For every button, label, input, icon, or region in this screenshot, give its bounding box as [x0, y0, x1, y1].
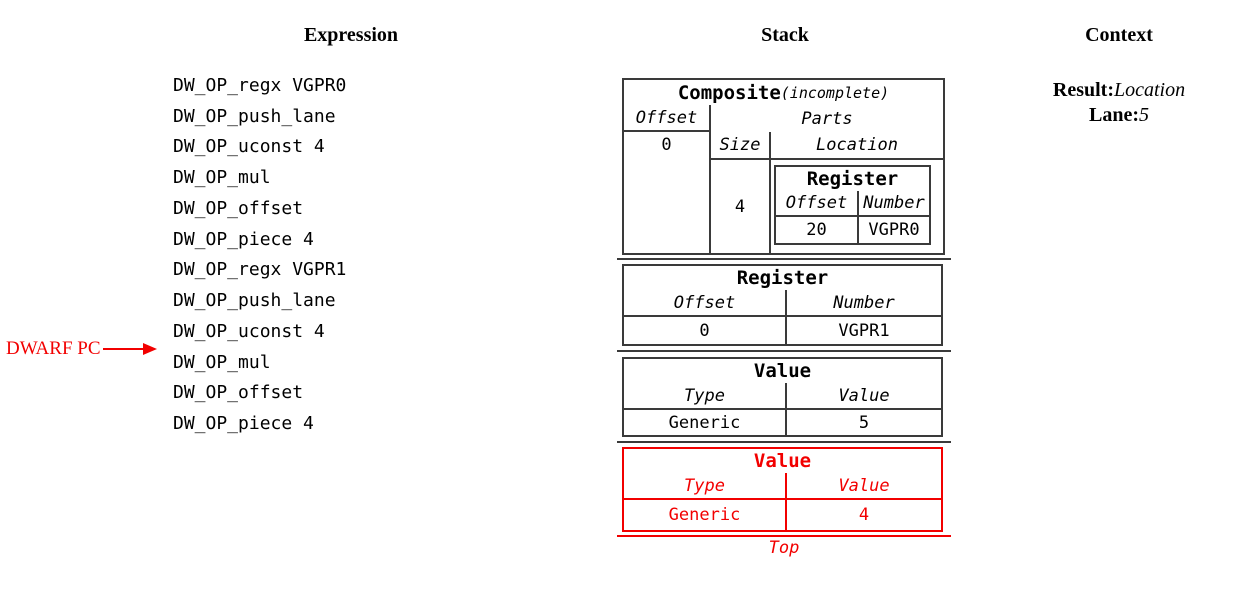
register-offset-header: Offset: [624, 290, 785, 317]
part-register-offset-value: 20: [806, 220, 827, 240]
context-block: Result:Location Lane:5: [1053, 78, 1185, 128]
value-value-value: 5: [785, 410, 941, 435]
register-number-header: Number: [785, 290, 941, 317]
expression-op: DW_OP_regx VGPR0: [173, 75, 347, 96]
dwarf-pc-pointer: DWARF PC: [6, 336, 157, 362]
expression-op: DW_OP_piece 4: [173, 413, 314, 435]
expression-op: DW_OP_mul: [173, 167, 271, 189]
dwarf-pc-label: DWARF PC: [6, 338, 101, 359]
expression-op: DW_OP_offset: [173, 382, 304, 404]
expression-op: DW_OP_uconst 4: [173, 136, 325, 158]
value-title: Value: [753, 360, 812, 382]
composite-size-header: Size: [711, 132, 769, 160]
expression-op: DW_OP_offset: [173, 197, 304, 219]
expression-op: DW_OP_regx VGPR1: [173, 259, 347, 281]
stack-top-label: Top: [768, 538, 800, 558]
context-column-header: Context: [1085, 24, 1153, 46]
stack-entry-value: Value Type Value Generic 5: [622, 357, 943, 437]
register-number-value: VGPR1: [785, 317, 941, 344]
part-register-title: Register: [806, 168, 899, 190]
composite-offset-header: Offset: [624, 105, 709, 132]
composite-title: Composite(incomplete): [624, 80, 943, 105]
composite-offset-column: Offset 0: [624, 105, 711, 253]
composite-location-cell: Register Offset Number 20 VGPR0: [769, 160, 943, 253]
stack-slot-divider: [617, 258, 951, 260]
top-value-value-header: Value: [785, 473, 941, 500]
expression-op: DW_OP_piece 4: [173, 228, 314, 250]
value-value-header: Value: [785, 383, 941, 410]
expression-op: DW_OP_push_lane: [173, 105, 336, 127]
context-lane-value: 5: [1138, 104, 1149, 126]
stack-top-divider: [617, 535, 951, 537]
stack-slot-divider: [617, 441, 951, 443]
stack-entry-composite: Composite(incomplete) Offset 0 Parts Siz…: [622, 78, 945, 255]
expression-column-header: Expression: [303, 24, 399, 46]
top-value-title: Value: [753, 450, 812, 472]
composite-offset-value: 0: [661, 134, 672, 155]
composite-title-text: Composite: [677, 81, 781, 104]
dwarf-pc-arrow-icon: [102, 343, 157, 355]
part-register-number-header: Number: [857, 191, 929, 217]
context-result-line: Result:Location: [1053, 78, 1185, 103]
part-register-offset-header: Offset: [776, 191, 857, 217]
stack-column-header: Stack: [761, 24, 809, 46]
expression-op: DW_OP_push_lane: [173, 290, 336, 312]
context-lane-label: Lane:: [1088, 104, 1139, 126]
composite-part-register-table: Register Offset Number 20 VGPR0: [774, 165, 931, 245]
context-result-label: Result:: [1052, 79, 1114, 101]
context-lane-line: Lane:5: [1053, 103, 1185, 128]
top-value-type-header: Type: [624, 473, 785, 500]
composite-location-header: Location: [769, 132, 943, 160]
top-value-type-value: Generic: [668, 505, 741, 525]
composite-size-value: 4: [734, 196, 746, 217]
composite-incomplete-note: (incomplete): [780, 83, 890, 102]
expression-op: DW_OP_uconst 4: [173, 320, 325, 342]
stack-entry-register: Register Offset Number 0 VGPR1: [622, 264, 943, 346]
composite-parts-header: Parts: [801, 108, 853, 129]
top-value-value-value: 4: [785, 500, 941, 530]
stack-entry-top-value: Value Type Value Generic 4: [622, 447, 943, 532]
part-register-number-value: VGPR0: [857, 217, 929, 243]
expression-op: DW_OP_mul: [173, 351, 271, 373]
register-title: Register: [736, 267, 829, 289]
value-type-value: Generic: [668, 412, 741, 433]
composite-parts-column: Parts Size Location 4 Register Offset Nu…: [711, 105, 943, 253]
context-result-value: Location: [1113, 79, 1186, 101]
value-type-header: Type: [624, 383, 785, 410]
stack-slot-divider: [617, 350, 951, 352]
register-offset-value: 0: [699, 320, 710, 341]
